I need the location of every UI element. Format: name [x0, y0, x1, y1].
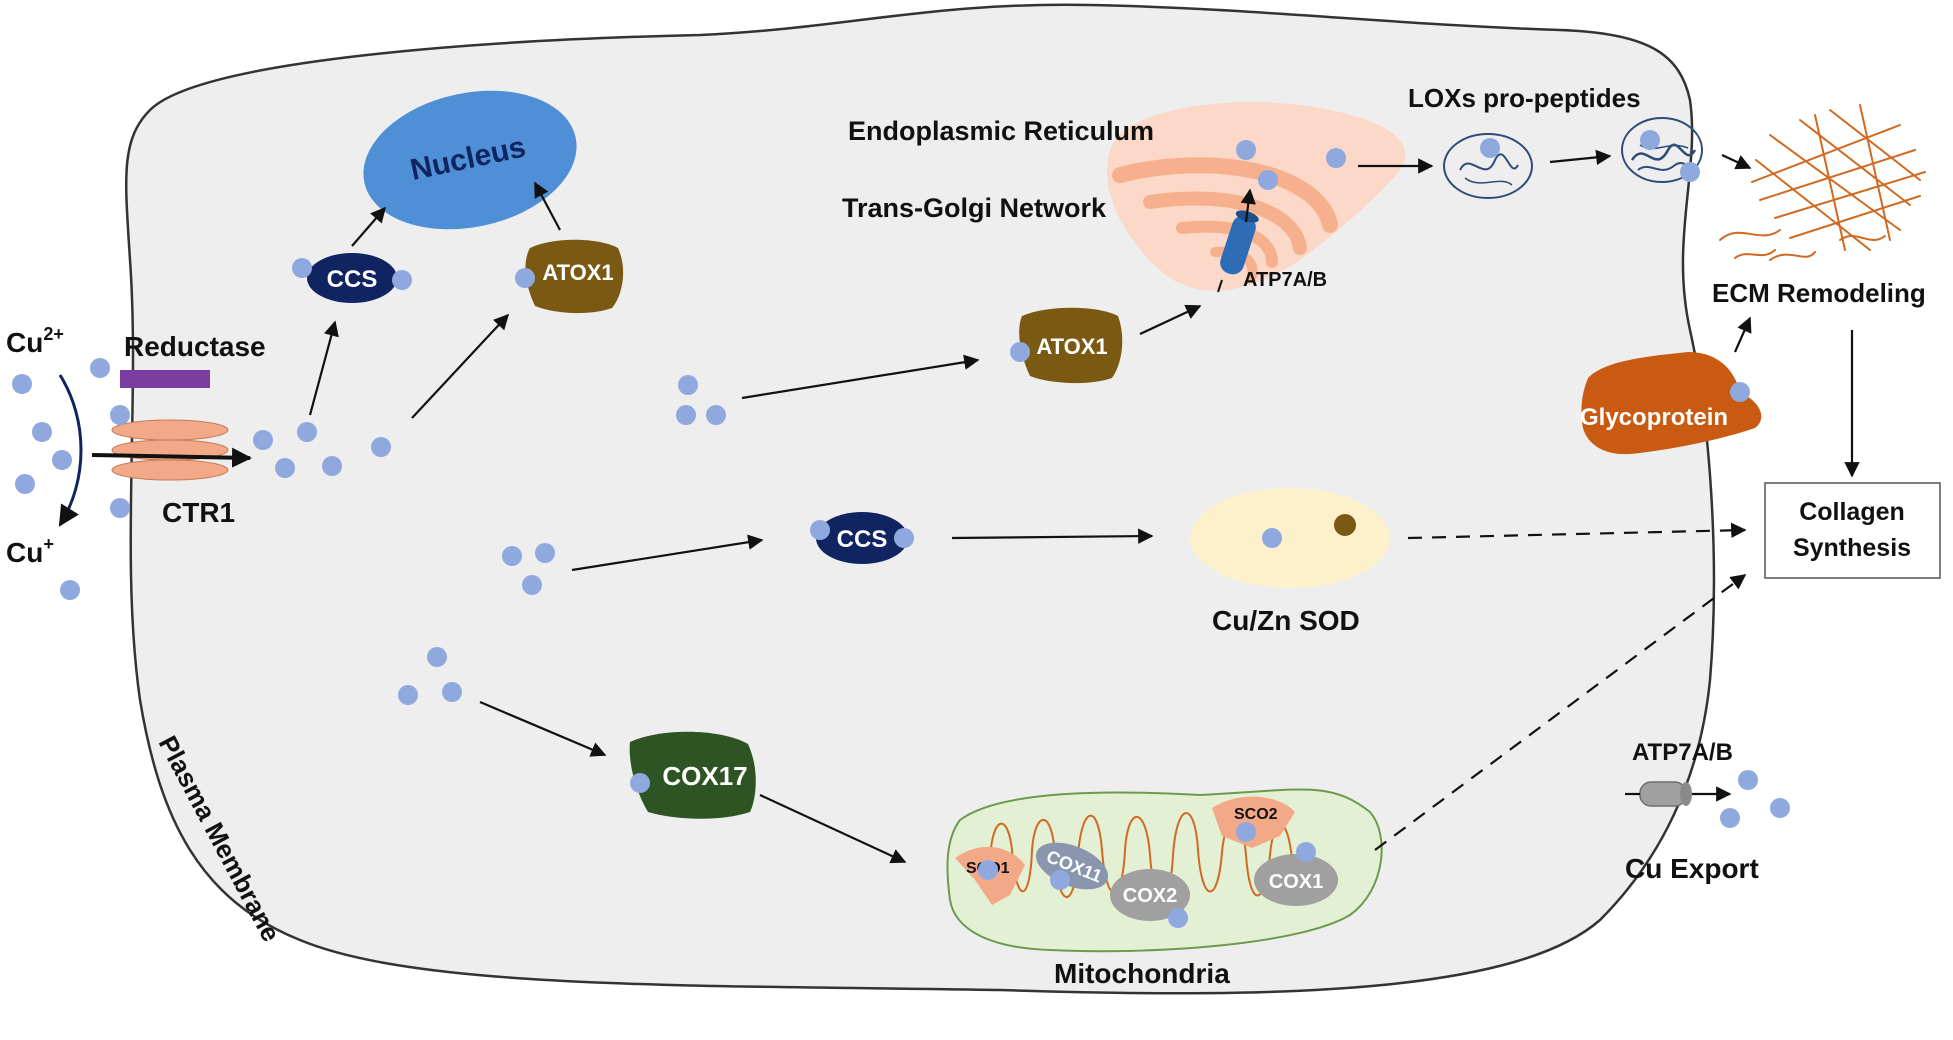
cu-export-label: Cu Export — [1625, 853, 1759, 884]
cu1-label: Cu+ — [6, 534, 54, 568]
cox1 — [1254, 854, 1338, 906]
collagen-line1: Collagen — [1799, 498, 1905, 526]
cox17-label: COX17 — [662, 761, 747, 791]
reduction-curve-arrow — [58, 374, 83, 527]
tgn-label: Trans-Golgi Network — [842, 193, 1107, 223]
cox2 — [1110, 869, 1190, 921]
ccs-top-label: CCS — [327, 266, 378, 293]
sco2 — [1212, 796, 1295, 848]
collagen-synthesis-box — [1764, 482, 1941, 579]
atox1-top-label: ATOX1 — [542, 260, 613, 285]
ccs-mid — [816, 512, 908, 564]
sod-label: Cu/Zn SOD — [1212, 605, 1360, 636]
atp7ab-golgi-label: ATP7A/B — [1243, 269, 1327, 291]
sco2-label: SCO2 — [1234, 806, 1278, 823]
nucleus — [363, 90, 577, 230]
ccs-mid-label: CCS — [837, 526, 888, 553]
glycoprotein — [1581, 352, 1762, 455]
cu-zn-sod — [1190, 488, 1390, 588]
atox1-mid-label: ATOX1 — [1036, 334, 1107, 359]
atp7ab-golgi-stalk — [1217, 279, 1223, 293]
reductase-bar — [120, 370, 210, 388]
collagen-line2: Synthesis — [1793, 534, 1911, 562]
lox-vesicle-1 — [1443, 133, 1533, 199]
glycoprotein-label: Glycoprotein — [1580, 404, 1728, 431]
atox1-top — [525, 239, 624, 314]
cell-body — [124, 3, 1716, 995]
atp7ab-export-label: ATP7A/B — [1632, 739, 1733, 766]
cox1-label: COX1 — [1269, 871, 1323, 893]
ecm-label: ECM Remodeling — [1712, 278, 1926, 308]
cox17 — [629, 731, 756, 819]
er-label: Endoplasmic Reticulum — [848, 116, 1154, 146]
atp7ab-export-channel — [1639, 781, 1692, 807]
endoplasmic-reticulum — [1107, 102, 1406, 291]
ctr1-label: CTR1 — [162, 497, 235, 528]
ctr1-transporter — [111, 419, 229, 481]
cox2-label: COX2 — [1123, 885, 1177, 907]
ccs-top — [307, 253, 397, 303]
pathway-arrows — [91, 149, 1860, 864]
atox1-mid — [1019, 307, 1123, 384]
zinc-ion — [1334, 514, 1356, 536]
mitochondria-label: Mitochondria — [1054, 958, 1230, 989]
cu2-label: Cu2+ — [6, 324, 64, 358]
copper-ions — [12, 130, 1790, 928]
lox-label: LOXs pro-peptides — [1408, 83, 1641, 113]
reductase-label: Reductase — [124, 331, 266, 362]
ecm-fibers — [1719, 104, 1926, 261]
